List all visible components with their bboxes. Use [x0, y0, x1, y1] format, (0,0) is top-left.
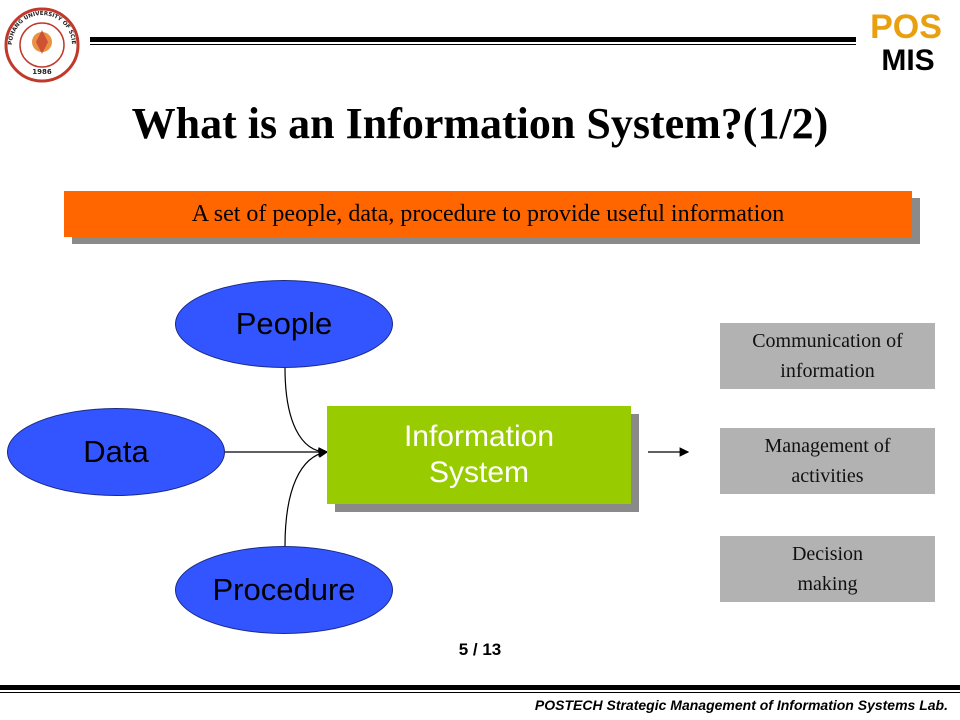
output-1-line2: information [780, 360, 875, 382]
procedure-label: Procedure [212, 572, 356, 607]
logo-line1: POS [870, 8, 942, 46]
output-box-decision: Decision making [720, 536, 935, 602]
people-ellipse: People [175, 280, 393, 368]
procedure-to-system-connector [284, 448, 329, 547]
posmis-logo: POS MIS [870, 8, 942, 76]
definition-text: A set of people, data, procedure to prov… [191, 200, 785, 227]
data-label: Data [83, 434, 149, 469]
output-box-communication: Communication of information [720, 323, 935, 389]
people-to-system-connector [284, 367, 329, 457]
footer-rule-thin [0, 692, 960, 693]
output-3-line2: making [797, 573, 858, 595]
logo-line2: MIS [881, 44, 934, 76]
header-rule [90, 37, 856, 42]
data-ellipse: Data [7, 408, 225, 496]
footer-rule [0, 685, 960, 690]
procedure-ellipse: Procedure [175, 546, 393, 634]
slide-title: What is an Information System?(1/2) [131, 99, 829, 148]
output-2-line1: Management of [764, 435, 891, 457]
output-3-line1: Decision [791, 543, 864, 565]
output-1-line1: Communication of [752, 330, 903, 352]
information-system-line1: Information [403, 420, 555, 453]
page-number: 5 / 13 [458, 640, 502, 659]
people-label: People [235, 306, 333, 341]
information-system-line2: System [428, 456, 529, 489]
seal-year: 1986 [32, 68, 52, 76]
university-seal-logo: POHANG UNIVERSITY OF SCIENCE AND TECHNOL… [4, 2, 80, 83]
header-rule-thin [90, 44, 856, 45]
footer-lab-name: POSTECH Strategic Management of Informat… [534, 697, 948, 713]
definition-banner: A set of people, data, procedure to prov… [64, 191, 912, 237]
output-box-management: Management of activities [720, 428, 935, 494]
output-2-line2: activities [791, 465, 864, 487]
information-system-box: Information System [327, 406, 631, 504]
